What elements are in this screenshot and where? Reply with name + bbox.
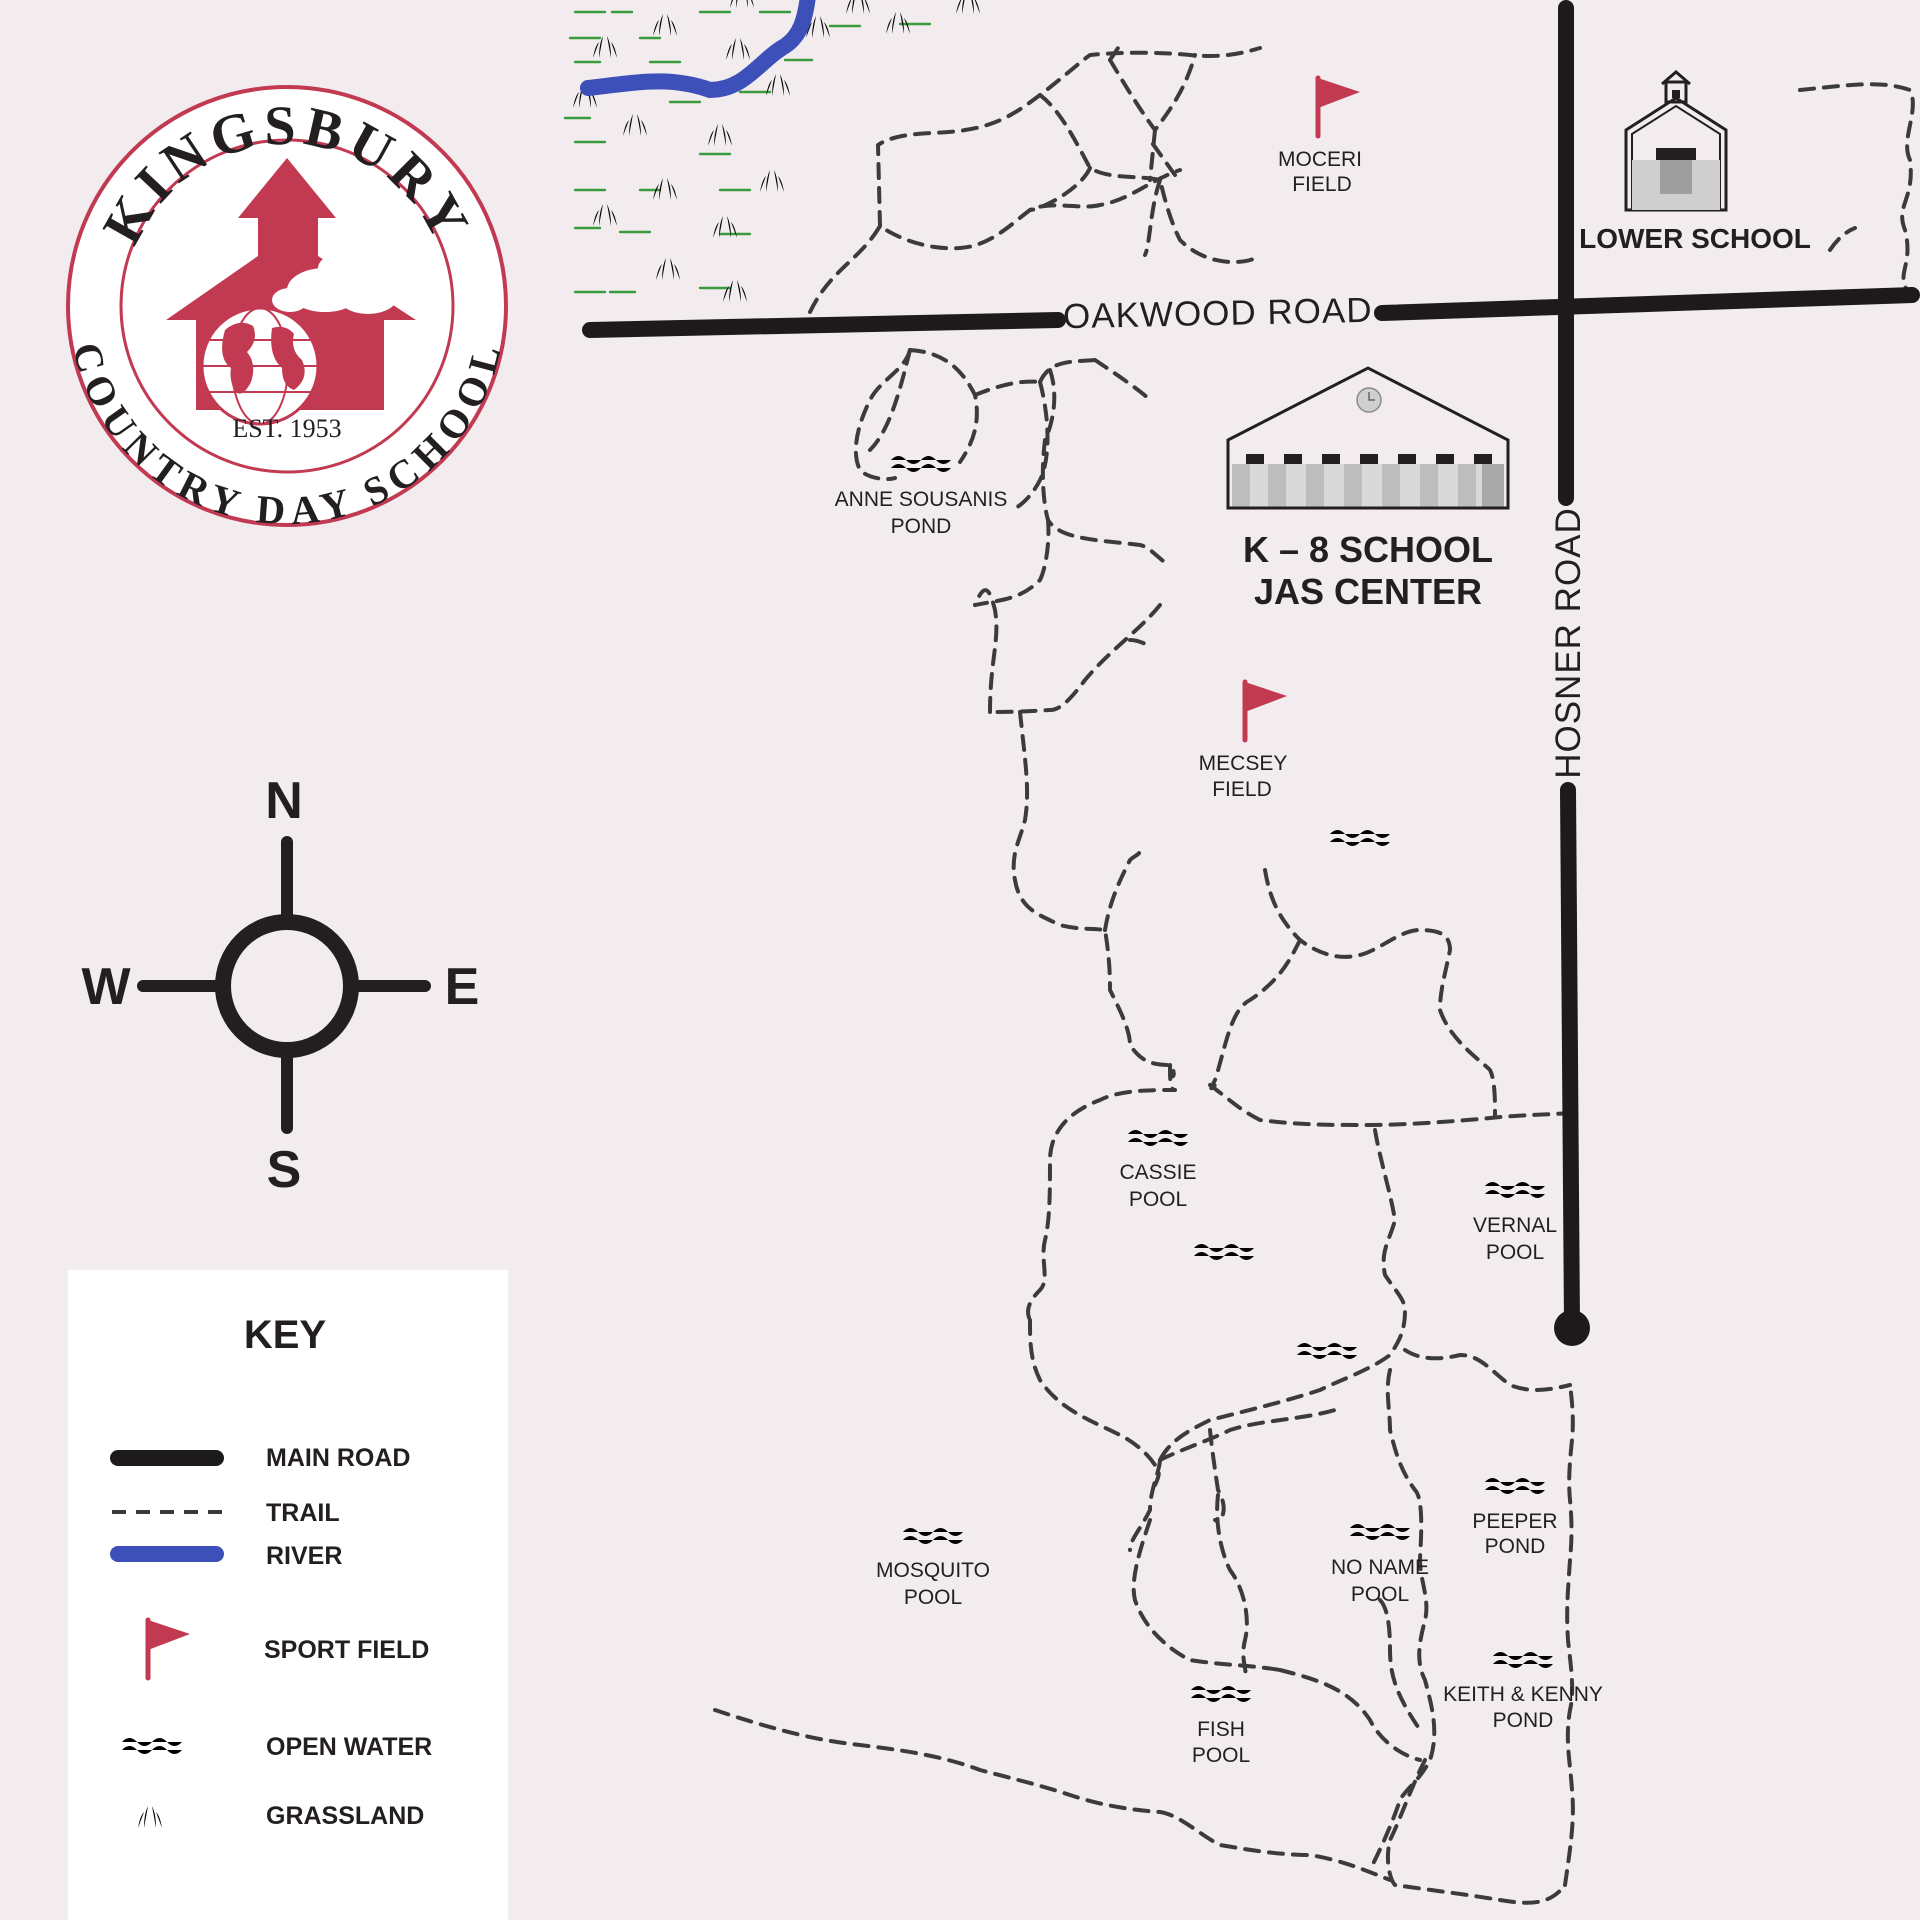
mecsey-field-label-2: FIELD xyxy=(1212,778,1272,801)
unnamed-water-3-icon xyxy=(1297,1343,1357,1359)
cassie-pool-label: CASSIE xyxy=(1119,1161,1196,1184)
water-labels: ANNE SOUSANIS POND CASSIE POOL VERNAL PO… xyxy=(835,488,1603,1767)
school-seal-logo: KINGSBURY COUNTRY DAY SCHOOL EST. 1953 xyxy=(64,85,508,533)
legend-trail-label: TRAIL xyxy=(266,1499,340,1527)
moceri-field-label-2: FIELD xyxy=(1292,173,1352,196)
no-name-pool-water-icon xyxy=(1350,1524,1410,1540)
cassie-pool-label-2: POOL xyxy=(1129,1188,1187,1211)
moceri-field-label: MOCERI xyxy=(1278,148,1362,171)
compass-south-label: S xyxy=(267,1141,302,1199)
grass-dash-lines xyxy=(563,10,932,294)
fish-pool-label-2: POOL xyxy=(1192,1744,1250,1767)
fish-pool-water-icon xyxy=(1191,1686,1251,1702)
mecsey-field-flag-icon xyxy=(1245,682,1287,740)
keith-kenny-pond-water-icon xyxy=(1493,1652,1553,1668)
peeper-pond-label: PEEPER xyxy=(1472,1510,1557,1533)
tree-icon xyxy=(272,252,398,410)
oakwood-road-label: OAKWOOD ROAD xyxy=(1063,291,1373,336)
seal-established-text: EST. 1953 xyxy=(232,414,341,443)
compass-rose: N S W E xyxy=(81,772,479,1199)
anne-sousanis-pond-label-2: POND xyxy=(891,515,952,538)
legend-open-water-label: OPEN WATER xyxy=(266,1733,432,1761)
anne-sousanis-pond-water-icon xyxy=(891,456,951,472)
legend-grassland-label: GRASSLAND xyxy=(266,1802,424,1830)
peeper-pond-water-icon xyxy=(1485,1478,1545,1494)
compass-west-label: W xyxy=(81,958,131,1016)
k8-school-label: K – 8 SCHOOL xyxy=(1243,529,1493,570)
river xyxy=(580,0,816,99)
hosner-road-label: HOSNER ROAD xyxy=(1549,507,1588,779)
legend-title: KEY xyxy=(244,1313,327,1357)
mosquito-pool-label: MOSQUITO xyxy=(876,1559,990,1582)
moceri-field-flag-icon xyxy=(1318,78,1360,136)
keith-kenny-pond-label: KEITH & KENNY xyxy=(1443,1683,1603,1706)
compass-north-label: N xyxy=(265,772,303,830)
vernal-pool-label: VERNAL xyxy=(1473,1214,1557,1237)
legend-sport-field-label: SPORT FIELD xyxy=(264,1636,429,1664)
grassland-area xyxy=(563,0,984,302)
peeper-pond-label-2: POND xyxy=(1485,1535,1546,1558)
k8-school-icon xyxy=(1226,366,1510,510)
mosquito-pool-water-icon xyxy=(903,1528,963,1544)
mecsey-field-label: MECSEY xyxy=(1199,752,1288,775)
fish-pool-label: FISH xyxy=(1197,1718,1245,1741)
unnamed-water-1-icon xyxy=(1330,830,1390,846)
map-legend: KEY MAIN ROAD TRAIL RIVER SPORT FIELD OP… xyxy=(68,1270,508,1920)
legend-main-road-label: MAIN ROAD xyxy=(266,1444,410,1472)
legend-river-label: RIVER xyxy=(266,1542,342,1570)
anne-sousanis-pond-label: ANNE SOUSANIS xyxy=(835,488,1008,511)
no-name-pool-label-2: POOL xyxy=(1351,1583,1409,1606)
cassie-pool-water-icon xyxy=(1128,1130,1188,1146)
vernal-pool-water-icon xyxy=(1485,1182,1545,1198)
keith-kenny-pond-label-2: POND xyxy=(1493,1709,1554,1732)
jas-center-label: JAS CENTER xyxy=(1254,571,1482,612)
no-name-pool-label: NO NAME xyxy=(1331,1556,1429,1579)
mosquito-pool-label-2: POOL xyxy=(904,1586,962,1609)
globe-icon xyxy=(200,306,320,426)
trail-network xyxy=(713,43,1917,1905)
compass-east-label: E xyxy=(445,958,480,1016)
vernal-pool-label-2: POOL xyxy=(1486,1241,1544,1264)
road-end-marker xyxy=(1554,1310,1590,1346)
lower-school-icon xyxy=(1624,70,1728,212)
lower-school-label: LOWER SCHOOL xyxy=(1579,223,1811,254)
unnamed-water-2-icon xyxy=(1194,1244,1254,1260)
main-roads xyxy=(582,0,1920,1346)
